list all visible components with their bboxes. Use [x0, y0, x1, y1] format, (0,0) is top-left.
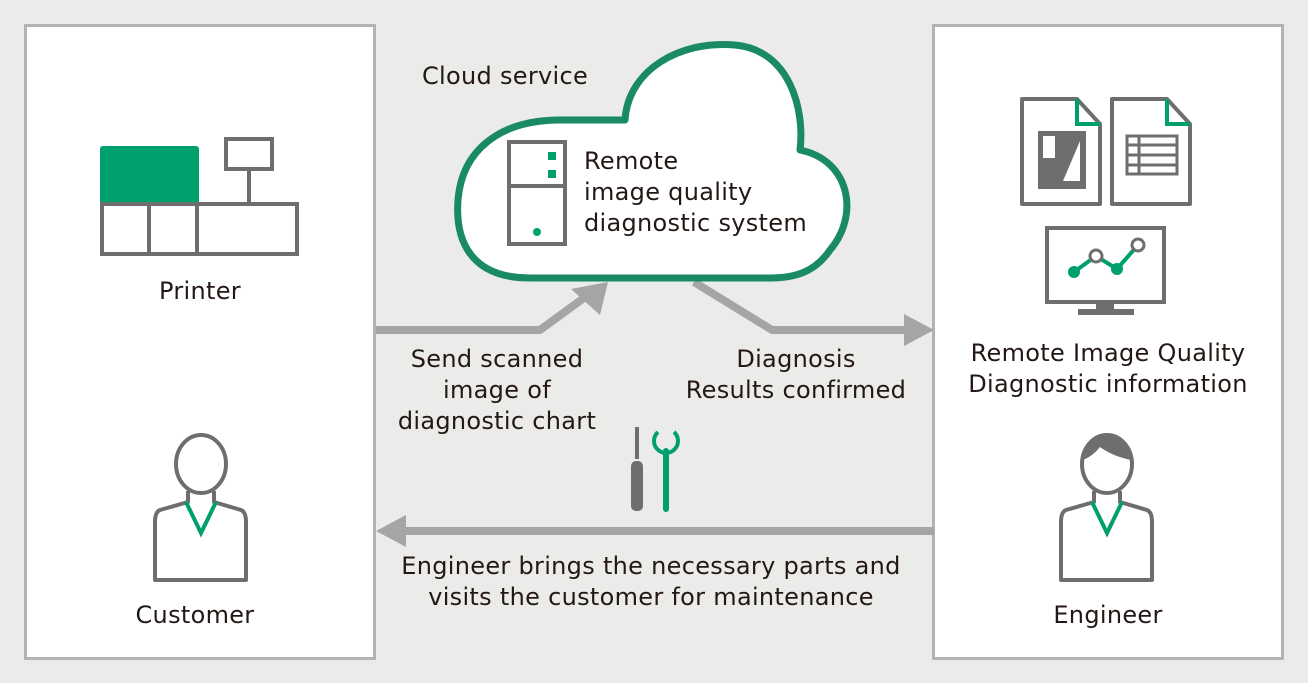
monitor-graph-icon	[1045, 226, 1166, 315]
system-line: Remote	[584, 147, 679, 175]
send-line: Send scanned	[410, 345, 584, 373]
engineer-icon	[1059, 433, 1154, 582]
results-label: Diagnosis Results confirmed	[666, 344, 926, 406]
cloud-service-label: Cloud service	[422, 62, 589, 90]
document-chart-icon	[1020, 97, 1102, 206]
screwdriver-icon	[631, 427, 643, 511]
visit-label: Engineer brings the necessary parts and …	[376, 551, 926, 613]
system-line: diagnostic system	[584, 209, 808, 237]
printer-icon	[100, 137, 299, 256]
system-line: image quality	[584, 178, 753, 206]
customer-label: Customer	[135, 601, 255, 629]
info-line: Diagnostic information	[968, 370, 1248, 398]
visit-line: Engineer brings the necessary parts and	[401, 552, 901, 580]
system-label: Remote image quality diagnostic system	[584, 146, 807, 239]
engineer-label: Engineer	[1053, 601, 1163, 629]
visit-arrow	[376, 515, 934, 547]
customer-icon	[153, 433, 248, 582]
cloud-shape	[454, 40, 851, 282]
send-line: diagnostic chart	[397, 407, 597, 435]
info-line: Remote Image Quality	[970, 339, 1246, 367]
customer-panel	[24, 24, 376, 660]
send-line: image of	[443, 376, 551, 404]
results-line: Diagnosis	[736, 345, 856, 373]
results-line: Results confirmed	[685, 376, 907, 404]
visit-line: visits the customer for maintenance	[428, 583, 874, 611]
info-label: Remote Image Quality Diagnostic informat…	[942, 338, 1274, 400]
printer-label: Printer	[159, 277, 241, 305]
send-arrow	[376, 282, 608, 334]
server-icon	[507, 140, 567, 246]
wrench-icon	[652, 430, 680, 512]
document-table-icon	[1110, 97, 1192, 206]
engineer-panel	[932, 24, 1284, 660]
send-label: Send scanned image of diagnostic chart	[377, 344, 617, 437]
results-arrow	[691, 278, 934, 346]
